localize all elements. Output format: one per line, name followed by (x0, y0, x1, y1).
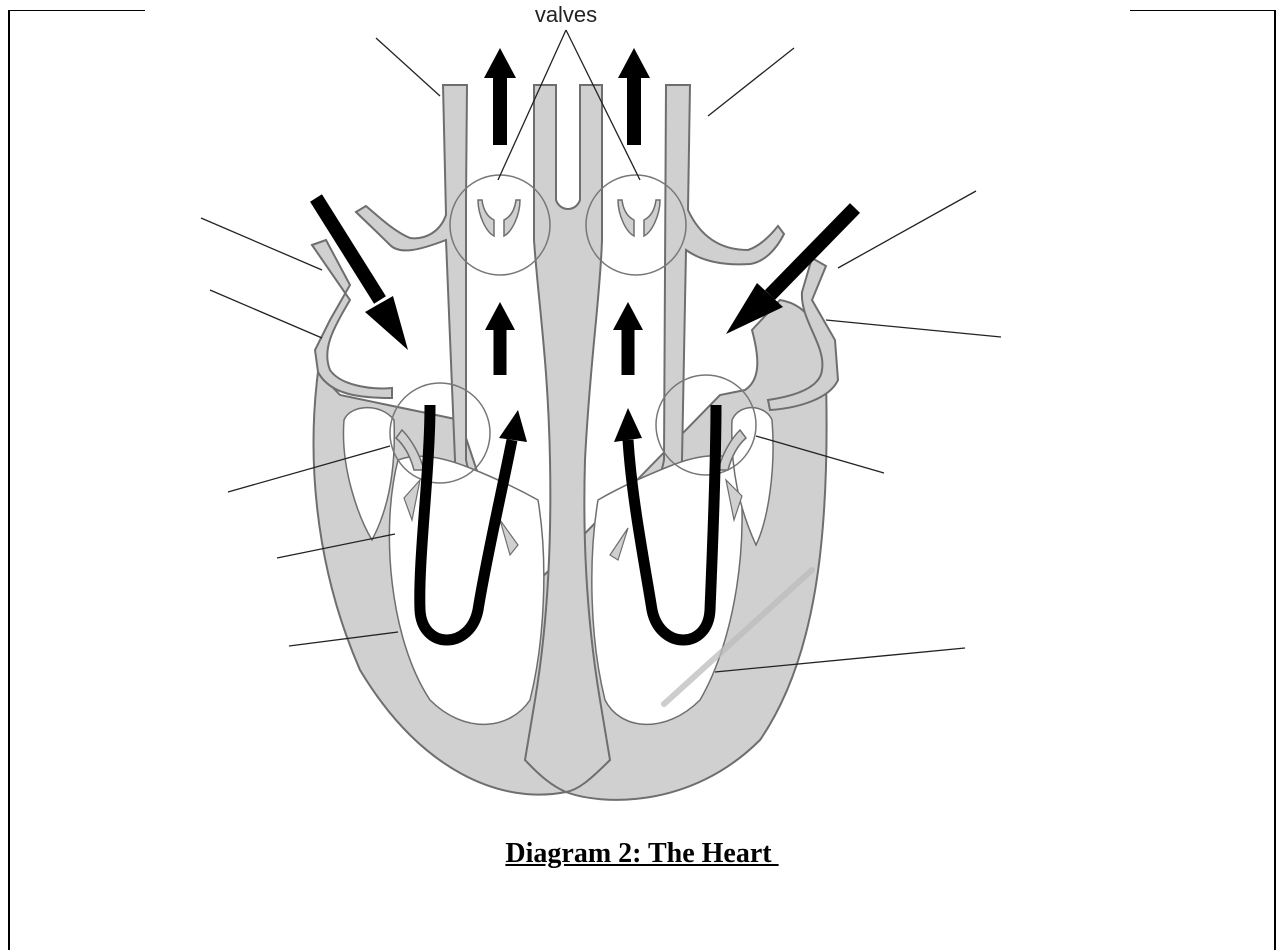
valve-flap (478, 200, 494, 236)
flow-arrow-icon (618, 48, 650, 145)
leader-line-vein-left (201, 218, 322, 270)
leader-line-atrium-right (826, 320, 1001, 337)
diagram-caption: Diagram 2: The Heart (0, 838, 1284, 870)
leader-line-vein-right (838, 191, 976, 268)
leader-line-atrium-left (210, 290, 322, 338)
valve-flap (618, 200, 634, 236)
flow-arrow-icon (484, 48, 516, 145)
leader-line-vena-cava (376, 38, 440, 96)
valve-flap (644, 200, 660, 236)
valves-label: valves (535, 2, 597, 27)
flow-arrow-icon (613, 302, 643, 375)
leader-line-aorta (708, 48, 794, 116)
septum (525, 85, 610, 792)
valve-flap (504, 200, 520, 236)
flow-arrow-icon (485, 302, 515, 375)
